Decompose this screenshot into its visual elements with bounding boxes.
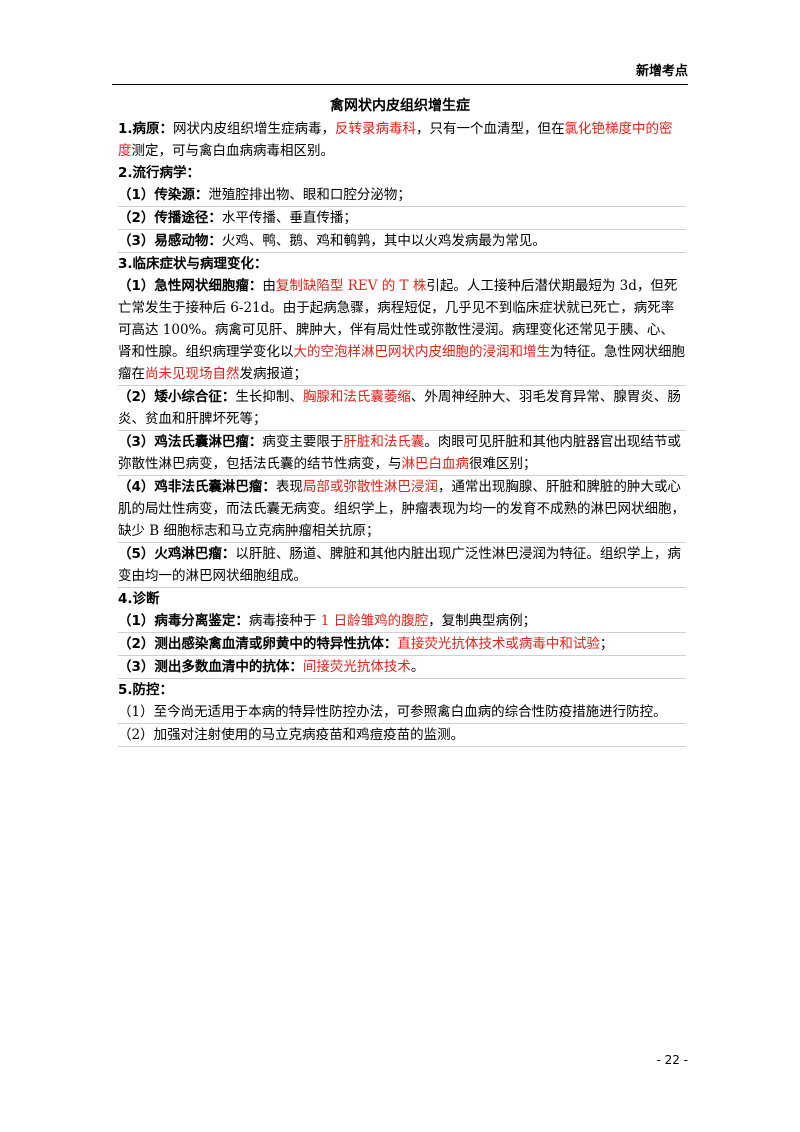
- highlight-text: 氯化铯梯度中的密度: [118, 121, 673, 159]
- item-label: （5）火鸡淋巴瘤：: [118, 546, 236, 562]
- body-text: 以肝脏、肠道、脾脏和其他内脏出现广泛性淋巴浸润为特征。组织学上，病变由均一的淋巴…: [118, 546, 681, 584]
- body-text: 、外周神经肿大、羽毛发育异常、腺胃炎、肠炎、贫血和肝脾坏死等；: [118, 389, 681, 427]
- header-tag: 新增考点: [635, 64, 688, 79]
- body-text: 为特征。急性网状细胞瘤在: [118, 344, 685, 382]
- body-text: 表现: [275, 479, 303, 495]
- body-text: 很难区别；: [469, 456, 537, 472]
- highlight-text: 直接荧光抗体技术或病毒中和试验: [397, 636, 600, 652]
- list-item: （2）传播途径：水平传播、垂直传播；: [118, 207, 686, 230]
- list-item: （2）矮小综合征：生长抑制、胸腺和法氏囊萎缩、外周神经肿大、羽毛发育异常、腺胃炎…: [118, 386, 686, 431]
- body-text: 发病报道；: [239, 366, 308, 382]
- body-text: 网状内皮组织增生症病毒，: [173, 121, 336, 137]
- body-text: 病变主要限于: [262, 434, 344, 450]
- list-item: （3）测出多数血清中的抗体：间接荧光抗体技术。: [118, 656, 686, 679]
- list-item: （3）鸡法氏囊淋巴瘤：病变主要限于肝脏和法氏囊。肉眼可见肝脏和其他内脏器官出现结…: [118, 431, 686, 476]
- highlight-text: 反转录病毒科: [335, 121, 417, 137]
- section-heading: 3.临床症状与病理变化：: [118, 256, 268, 272]
- list-item: （1）病毒分离鉴定：病毒接种于 1 日龄雏鸡的腹腔，复制典型病例；: [118, 610, 686, 633]
- section-pathogen: 1.病原：网状内皮组织增生症病毒，反转录病毒科，只有一个血清型，但在氯化铯梯度中…: [118, 118, 686, 162]
- highlight-text: 大的空泡样淋巴网状内皮细胞的浸润和增生: [293, 344, 551, 360]
- highlight-text: 复制缺陷型 REV 的 T 株: [275, 278, 427, 294]
- highlight-text: 淋巴白血病: [401, 456, 470, 472]
- list-item: （2）加强对注射使用的马立克病疫苗和鸡痘疫苗的监测。: [118, 724, 686, 747]
- section-heading: 5.防控：: [118, 682, 174, 698]
- item-label: （3）测出多数血清中的抗体：: [118, 659, 303, 675]
- body-text: 火鸡、鸭、鹅、鸡和鹌鹑，其中以火鸡发病最为常见。: [221, 233, 546, 249]
- section-heading: 4.诊断: [118, 591, 160, 607]
- highlight-text: 局部或弥散性淋巴浸润: [302, 479, 438, 495]
- item-label: （2）传播途径：: [118, 210, 222, 226]
- body-text: 。: [410, 659, 425, 675]
- list-item: （1）传染源：泄殖腔排出物、眼和口腔分泌物；: [118, 184, 686, 207]
- body-text: ，通常出现胸腺、肝脏和脾脏的肿大或心肌的局灶性病变，而法氏囊无病变。组织学上，肿…: [118, 479, 685, 539]
- item-label: （2）测出感染禽血清或卵黄中的特异性抗体：: [118, 636, 398, 652]
- body-text: ，复制典型病例；: [428, 613, 537, 629]
- item-label: （4）鸡非法氏囊淋巴瘤：: [118, 479, 276, 495]
- item-label: （3）易感动物：: [118, 233, 222, 249]
- document-body: 1.病原：网状内皮组织增生症病毒，反转录病毒科，只有一个血清型，但在氯化铯梯度中…: [118, 118, 686, 747]
- body-text: 引起。人工接种后潜伏期最短为 3d，但死亡常发生于接种后 6-21d。由于起病急…: [118, 278, 678, 360]
- highlight-text: 尚未见现场自然: [145, 366, 240, 382]
- page-number: - 22 -: [656, 1053, 688, 1067]
- item-label: （3）鸡法氏囊淋巴瘤：: [118, 434, 263, 450]
- item-label: （1）急性网状细胞瘤：: [118, 278, 263, 294]
- body-text: 病毒接种于: [248, 613, 321, 629]
- list-item: （3）易感动物：火鸡、鸭、鹅、鸡和鹌鹑，其中以火鸡发病最为常见。: [118, 230, 686, 253]
- body-text: 泄殖腔排出物、眼和口腔分泌物；: [208, 187, 411, 203]
- body-text: ，只有一个血清型，但在: [416, 121, 565, 137]
- list-item: （4）鸡非法氏囊淋巴瘤：表现局部或弥散性淋巴浸润，通常出现胸腺、肝脏和脾脏的肿大…: [118, 476, 686, 543]
- list-item: （5）火鸡淋巴瘤：以肝脏、肠道、脾脏和其他内脏出现广泛性淋巴浸润为特征。组织学上…: [118, 543, 686, 588]
- body-text: ；: [599, 636, 614, 652]
- list-item: （1）急性网状细胞瘤：由复制缺陷型 REV 的 T 株引起。人工接种后潜伏期最短…: [118, 275, 686, 386]
- highlight-text: 间接荧光抗体技术: [302, 659, 411, 675]
- body-text: 测定，可与禽白血病病毒相区别。: [131, 143, 335, 159]
- body-text: 。肉眼可见肝脏和其他内脏器官出现结节或弥散性淋巴病变，包括法氏囊的结节性病变，与: [118, 434, 681, 472]
- list-item: （2）测出感染禽血清或卵黄中的特异性抗体：直接荧光抗体技术或病毒中和试验；: [118, 633, 686, 656]
- section-heading: 2.流行病学：: [118, 165, 201, 181]
- item-label: （1）病毒分离鉴定：: [118, 613, 249, 629]
- item-label: （2）矮小综合征：: [118, 389, 236, 405]
- highlight-text: 肝脏和法氏囊: [343, 434, 425, 450]
- highlight-text: 1 日龄雏鸡的腹腔: [320, 613, 429, 629]
- body-text: 由: [262, 278, 276, 294]
- section-heading: 1.病原：: [118, 121, 174, 137]
- body-text: 水平传播、垂直传播；: [221, 210, 357, 226]
- document-title: 禽网状内皮组织增生症: [330, 98, 470, 114]
- highlight-text: 胸腺和法氏囊萎缩: [302, 389, 411, 405]
- body-text: 生长抑制、: [235, 389, 303, 405]
- list-item: （1）至今尚无适用于本病的特异性防控办法，可参照禽白血病的综合性防疫措施进行防控…: [118, 701, 686, 724]
- item-label: （1）传染源：: [118, 187, 209, 203]
- header-rule: [112, 84, 688, 85]
